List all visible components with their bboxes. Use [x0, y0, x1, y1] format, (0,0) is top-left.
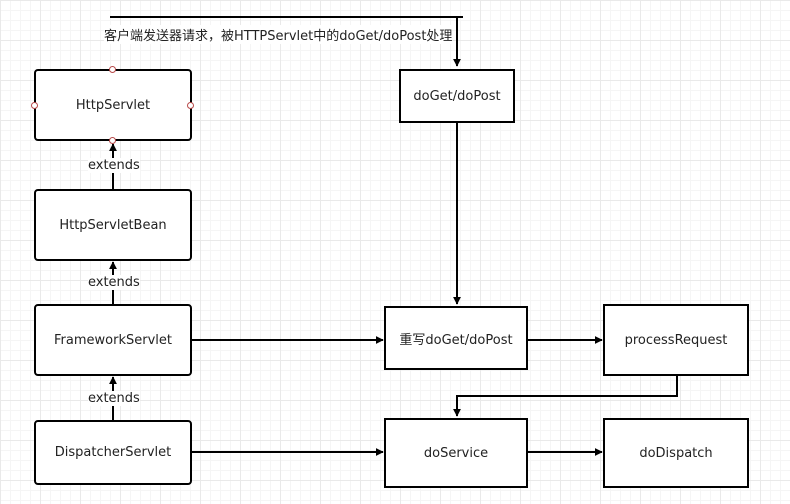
framework-servlet-label: FrameworkServlet [54, 332, 172, 348]
dispatcher-servlet-label: DispatcherServlet [54, 445, 172, 460]
http-servlet-bean-label: HttpServletBean [59, 217, 167, 233]
framework-servlet-node[interactable]: FrameworkServlet [34, 304, 192, 376]
top-connection-handle[interactable] [109, 66, 116, 73]
doget-dopost-node[interactable]: doGet/doPost [399, 69, 515, 123]
extends-label-3: extends [88, 391, 140, 406]
extends-label-1: extends [88, 158, 140, 173]
left-connection-handle[interactable] [31, 102, 38, 109]
right-connection-handle[interactable] [187, 102, 194, 109]
dispatcher-servlet-node[interactable]: DispatcherServlet [34, 420, 192, 485]
doservice-label: doService [423, 445, 489, 461]
override-doget-dopost-node[interactable]: 重写doGet/doPost [384, 306, 528, 370]
doget-dopost-label: doGet/doPost [413, 88, 501, 104]
process-request-node[interactable]: processRequest [603, 304, 749, 376]
dodispatch-label: doDispatch [639, 445, 713, 461]
doservice-node[interactable]: doService [384, 418, 528, 488]
http-servlet-label: HttpServlet [75, 97, 151, 113]
override-doget-dopost-label: 重写doGet/doPost [399, 332, 513, 348]
processrequest-to-doservice-arrow [453, 376, 678, 417]
http-servlet-node[interactable]: HttpServlet [34, 69, 192, 141]
extends-label-2: extends [88, 275, 140, 290]
http-servlet-bean-node[interactable]: HttpServletBean [34, 189, 192, 261]
process-request-label: processRequest [624, 332, 728, 348]
dodispatch-node[interactable]: doDispatch [603, 418, 749, 488]
request-note-label: 客户端发送器请求，被HTTPServlet中的doGet/doPost处理 [104, 25, 453, 44]
bottom-connection-handle[interactable] [109, 137, 116, 144]
